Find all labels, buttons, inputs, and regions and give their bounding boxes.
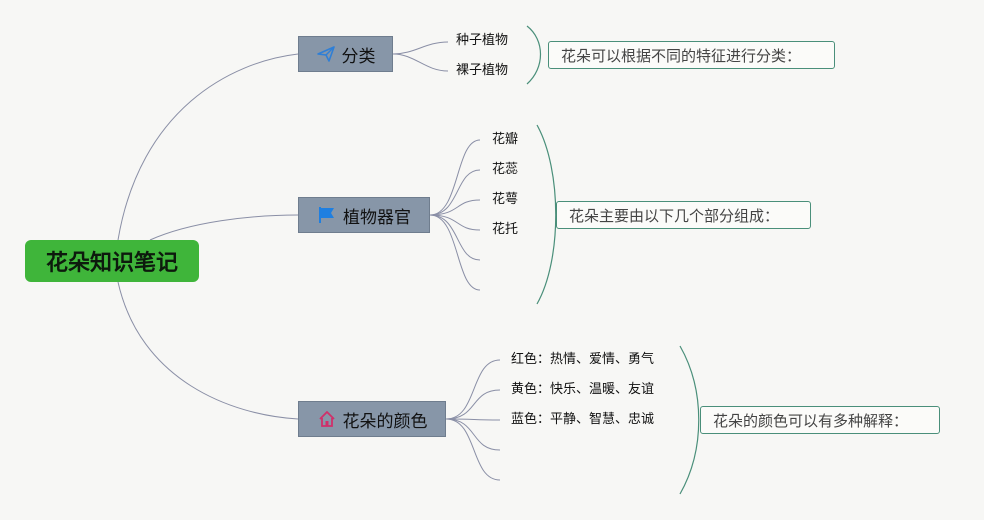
connector-organs-child-4 [429,214,481,231]
summary-classification-text: 花朵可以根据不同的特征进行分类： [561,46,802,65]
connector-colors-child-1 [445,359,501,420]
connector-root-to-classification [117,53,299,241]
summary-plant-organs-text: 花朵主要由以下几个部分组成： [569,206,780,225]
topic-flower-colors[interactable]: 花朵的颜色 [298,401,446,437]
child-organs-2[interactable]: 花蕊 [492,162,519,177]
topic-plant-organs-label: 植物器官 [343,207,411,228]
child-organs-4[interactable]: 花托 [492,222,519,237]
connector-root-to-organs [149,214,299,241]
child-organs-1[interactable]: 花瓣 [492,132,519,147]
paper-plane-icon [316,44,336,64]
connector-colors-child-5 [445,418,501,481]
connector-organs-child-3 [429,199,481,216]
root-topic-label: 花朵知识笔记 [45,251,178,276]
connector-colors-child-4 [445,418,501,451]
connector-classification-child-2 [392,53,449,72]
child-organs-3[interactable]: 花萼 [492,192,519,207]
summary-flower-colors[interactable]: 花朵的颜色可以有多种解释： [700,406,940,434]
child-colors-2[interactable]: 黄色：快乐、温暖、友谊 [511,382,655,397]
child-classification-2[interactable]: 裸子植物 [456,63,509,78]
connector-organs-child-1 [429,139,481,216]
connector-organs-child-5 [429,214,481,261]
topic-plant-organs[interactable]: 植物器官 [298,197,430,233]
child-classification-1[interactable]: 种子植物 [456,33,509,48]
topic-flower-colors-label: 花朵的颜色 [342,411,428,432]
bracket-colors [679,345,700,495]
bracket-organs [536,124,557,305]
connector-organs-child-2 [429,169,481,216]
connector-colors-child-2 [445,389,501,420]
bracket-classification [526,25,541,85]
child-colors-1[interactable]: 红色：热情、爱情、勇气 [511,352,655,367]
connector-classification-child-1 [392,41,449,55]
topic-classification[interactable]: 分类 [298,36,393,72]
summary-classification[interactable]: 花朵可以根据不同的特征进行分类： [548,41,835,69]
connector-colors-child-3 [445,418,501,421]
summary-flower-colors-text: 花朵的颜色可以有多种解释： [713,411,909,430]
connector-organs-child-6 [429,214,481,291]
summary-plant-organs[interactable]: 花朵主要由以下几个部分组成： [556,201,811,229]
connector-root-to-colors [117,281,299,420]
flag-icon [317,205,337,225]
child-colors-3[interactable]: 蓝色：平静、智慧、忠诚 [511,412,655,427]
topic-classification-label: 分类 [341,46,376,67]
home-icon [317,409,337,429]
root-topic[interactable]: 花朵知识笔记 [25,240,199,282]
